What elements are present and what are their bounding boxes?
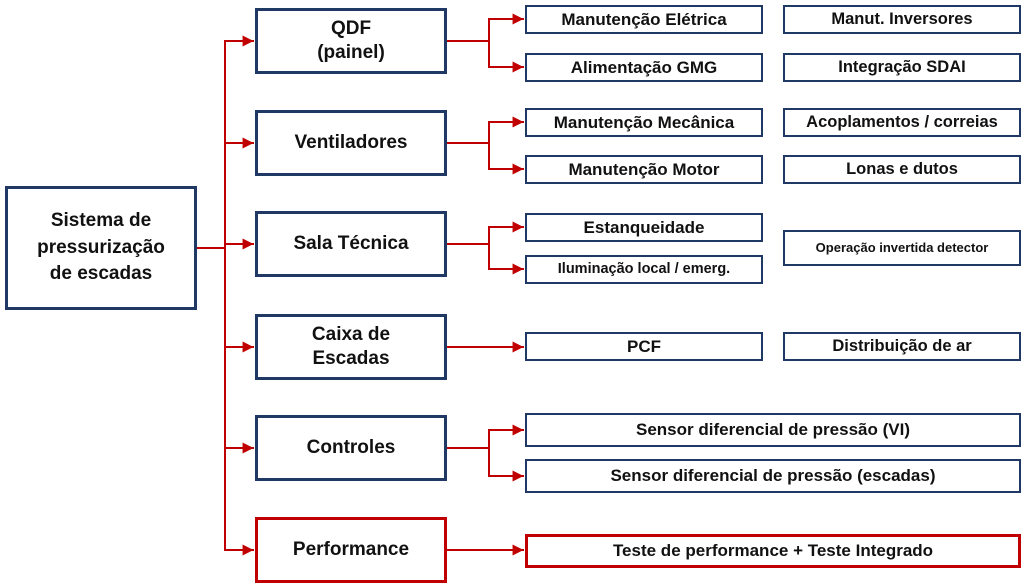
node-sensor-pressao-vi: Sensor diferencial de pressão (VI) xyxy=(525,413,1021,447)
node-manutencao-motor: Manutenção Motor xyxy=(525,155,763,184)
node-integracao-sdai: Integração SDAI xyxy=(783,53,1021,82)
node-lonas-e-dutos: Lonas e dutos xyxy=(783,155,1021,184)
node-caixa-de-escadas: Caixa de Escadas xyxy=(255,314,447,380)
node-acoplamentos-correias: Acoplamentos / correias xyxy=(783,108,1021,137)
node-pcf: PCF xyxy=(525,332,763,361)
node-ventiladores: Ventiladores xyxy=(255,110,447,176)
node-iluminacao-local-emerg: Iluminação local / emerg. xyxy=(525,255,763,284)
node-manutencao-mecanica: Manutenção Mecânica xyxy=(525,108,763,137)
node-alimentacao-gmg: Alimentação GMG xyxy=(525,53,763,82)
node-qdf: QDF (painel) xyxy=(255,8,447,74)
node-sala-tecnica: Sala Técnica xyxy=(255,211,447,277)
node-manut-inversores: Manut. Inversores xyxy=(783,5,1021,34)
node-distribuicao-de-ar: Distribuição de ar xyxy=(783,332,1021,361)
node-estanqueidade: Estanqueidade xyxy=(525,213,763,242)
node-sensor-pressao-escadas: Sensor diferencial de pressão (escadas) xyxy=(525,459,1021,493)
node-controles: Controles xyxy=(255,415,447,481)
node-teste-performance-integrado: Teste de performance + Teste Integrado xyxy=(525,534,1021,568)
node-performance: Performance xyxy=(255,517,447,583)
node-operacao-invertida-detector: Operação invertida detector xyxy=(783,230,1021,266)
node-manutencao-eletrica: Manutenção Elétrica xyxy=(525,5,763,34)
node-root: Sistema de pressurização de escadas xyxy=(5,186,197,310)
